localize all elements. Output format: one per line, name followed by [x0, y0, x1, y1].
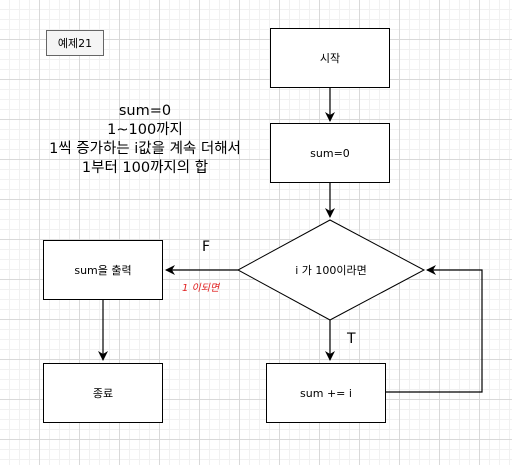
end-node-label: 종료: [92, 387, 114, 400]
output-node: sum을 출력: [43, 240, 163, 300]
example-tag-label: 예제21: [57, 37, 93, 50]
note-line: 1~100까지: [107, 122, 183, 138]
decision-node-label: i 가 100이라면: [295, 264, 367, 277]
accumulate-node-label: sum += i: [300, 386, 352, 400]
note-line: 1부터 100까지의 합: [81, 160, 209, 176]
true-branch-label: T: [347, 331, 356, 347]
example-tag: 예제21: [46, 30, 104, 56]
arrow-loop-back: [386, 265, 483, 393]
init-node: sum=0: [270, 123, 390, 183]
false-branch-note: 1 이되면: [182, 283, 220, 294]
note-line: 1씩 증가하는 i값을 계속 더해서: [49, 141, 241, 157]
init-node-label: sum=0: [310, 146, 350, 160]
output-node-label: sum을 출력: [74, 264, 132, 277]
accumulate-node: sum += i: [266, 363, 386, 423]
end-node: 종료: [43, 363, 163, 423]
description-note: sum=0 1~100까지 1씩 증가하는 i값을 계속 더해서 1부터 100…: [14, 102, 276, 178]
false-branch-label: F: [202, 239, 211, 255]
note-line: sum=0: [118, 103, 172, 119]
start-node: 시작: [270, 28, 390, 88]
start-node-label: 시작: [319, 52, 341, 65]
